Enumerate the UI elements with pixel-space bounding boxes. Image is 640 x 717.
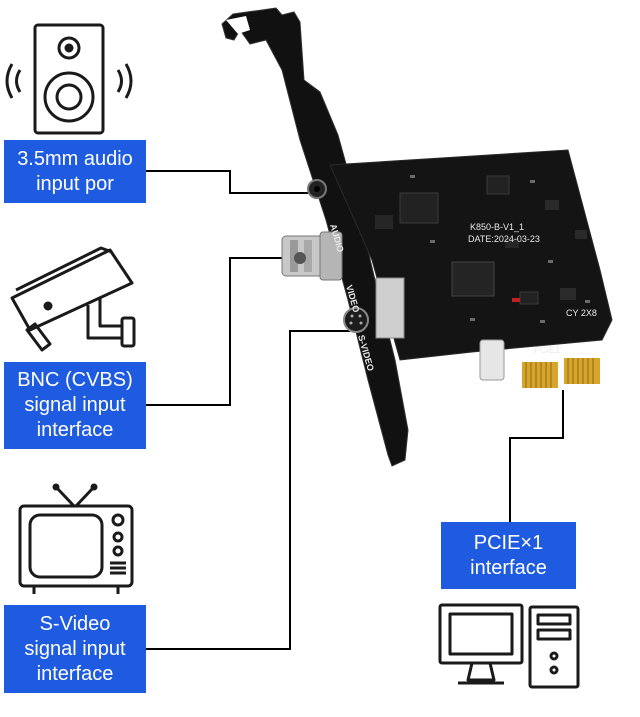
svideo-label-line-1: S-Video bbox=[39, 612, 111, 635]
bnc-label-line-2: signal input bbox=[24, 394, 126, 416]
pcie-connector-line bbox=[509, 390, 564, 523]
pcie-label-line-1: PCIE×1 bbox=[473, 531, 544, 554]
capture-card: K850-B-V1_1 DATE:2024-03-23 CY 2X8 PCIE1 bbox=[221, 7, 613, 467]
pcie-interface-label: PCIE×1 interface bbox=[441, 522, 576, 589]
slot-mark-text: PCIE1 bbox=[534, 345, 560, 355]
audio-input-label: 3.5mm audio input por bbox=[4, 140, 146, 203]
connector-lines bbox=[146, 170, 564, 650]
television-icon bbox=[18, 483, 134, 594]
audio-label-line-1: 3.5mm audio bbox=[17, 147, 133, 170]
bnc-connector bbox=[281, 231, 343, 281]
pci-bracket bbox=[221, 7, 409, 467]
speaker-icon bbox=[5, 23, 133, 135]
pcie-label-line-2: interface bbox=[470, 556, 547, 579]
board-date-text: DATE:2024-03-23 bbox=[468, 234, 540, 244]
svideo-port bbox=[343, 307, 369, 333]
pcie-gold-fingers bbox=[522, 358, 600, 388]
chip-mark-text: CY 2X8 bbox=[566, 308, 597, 318]
audio-connector-line bbox=[146, 170, 308, 194]
svideo-input-label: S-Video signal input interface bbox=[4, 605, 146, 693]
bnc-input-label: BNC (CVBS) signal input interface bbox=[4, 362, 146, 449]
cctv-camera-icon bbox=[10, 246, 136, 352]
bnc-label-line-1: BNC (CVBS) bbox=[17, 369, 133, 391]
svideo-connector-line bbox=[146, 330, 350, 650]
svideo-label-line-2: signal input bbox=[24, 637, 126, 660]
svideo-label-line-3: interface bbox=[36, 662, 114, 685]
desktop-computer-icon bbox=[438, 603, 580, 689]
board-model-text: K850-B-V1_1 bbox=[470, 222, 524, 232]
bnc-label-line-3: interface bbox=[36, 419, 114, 441]
audio-label-line-2: input por bbox=[36, 172, 114, 195]
bnc-connector-line bbox=[146, 257, 284, 406]
